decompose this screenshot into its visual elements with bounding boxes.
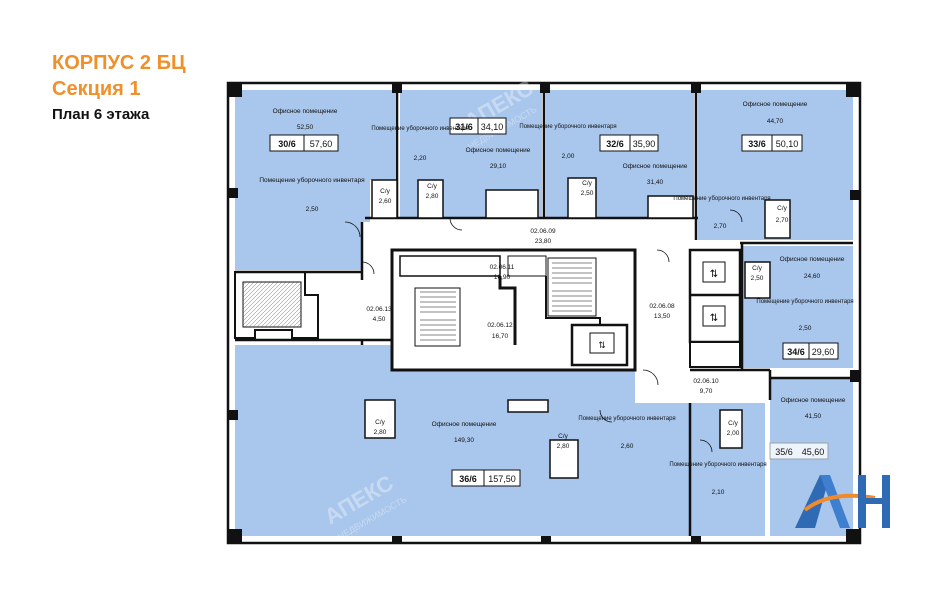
- office-33-total: 50,10: [776, 139, 799, 149]
- office-30-area: 52,50: [297, 124, 314, 131]
- office-35-total: 45,60: [802, 447, 825, 457]
- common-10-code: 02.06.10: [693, 378, 719, 385]
- utility-34-area: 2,50: [799, 325, 812, 332]
- elevator-icon: [702, 261, 726, 283]
- door-swing-icon: [344, 209, 743, 453]
- common-11-code: 02.06.11: [490, 264, 515, 271]
- toilet-icon: С/у: [728, 420, 739, 427]
- svg-text:⇅: ⇅: [710, 313, 718, 324]
- toilet-icon: С/у: [375, 419, 386, 426]
- office-30-total: 57,60: [310, 139, 333, 149]
- office-35-name: Офисное помещение: [781, 397, 846, 404]
- utility-32-name: Помещение уборочного инвентаря: [519, 124, 616, 130]
- section-title: Секция 1: [52, 78, 141, 100]
- common-08-area: 13,50: [654, 313, 671, 320]
- utility-33-name: Помещение уборочного инвентаря: [673, 196, 770, 202]
- svg-text:2,80: 2,80: [426, 193, 439, 200]
- svg-text:2,80: 2,80: [557, 443, 570, 450]
- office-33-name: Офисное помещение: [743, 101, 808, 108]
- office-34-name: Офисное помещение: [780, 256, 845, 263]
- office-36-id: 36/6: [459, 474, 477, 484]
- elevator-icon: [702, 305, 726, 327]
- office-32-area: 31,40: [647, 179, 664, 186]
- office-33-id: 33/6: [748, 139, 766, 149]
- office-30-name: Офисное помещение: [273, 108, 338, 115]
- common-09-code: 02.06.09: [530, 228, 556, 235]
- office-33-area: 44,70: [767, 118, 784, 125]
- utility-32-area: 2,00: [562, 153, 575, 160]
- office-36-area: 149,30: [454, 437, 474, 444]
- common-10-area: 9,70: [700, 388, 713, 395]
- toilet-icon: С/у: [558, 433, 569, 440]
- columns: [228, 83, 860, 543]
- logo-icon: [795, 475, 890, 528]
- utility-31-area: 2,20: [414, 155, 427, 162]
- office-35-id: 35/6: [775, 447, 793, 457]
- corridor-left: [362, 250, 392, 345]
- svg-text:2,50: 2,50: [751, 275, 764, 282]
- office-36-total: 157,50: [488, 474, 516, 484]
- utility-36-name: Помещение уборочного инвентаря: [578, 416, 675, 422]
- svg-text:2,60: 2,60: [379, 198, 392, 205]
- common-09-area: 23,80: [535, 238, 552, 245]
- common-12-area: 16,70: [492, 333, 509, 340]
- utility-closets: [485, 189, 694, 413]
- svg-text:2,00: 2,00: [727, 430, 740, 437]
- office-32-name: Офисное помещение: [623, 163, 688, 170]
- corridor-top: [362, 222, 698, 250]
- wc-blocks: [364, 177, 791, 479]
- common-13-area: 4,50: [373, 316, 386, 323]
- utility-31-name: Помещение уборочного инвентаря: [371, 126, 468, 132]
- building-title: КОРПУС 2 БЦ: [52, 52, 186, 74]
- toilet-icon: С/у: [777, 205, 788, 212]
- office-34-area: 24,60: [804, 273, 821, 280]
- utility-34-name: Помещение уборочного инвентаря: [756, 299, 853, 305]
- utility-30-area: 2,50: [306, 206, 319, 213]
- toilet-icon: С/у: [380, 188, 391, 195]
- common-13-code: 02.06.13: [366, 306, 392, 313]
- office-31-area: 29,10: [490, 163, 507, 170]
- svg-text:2,50: 2,50: [581, 190, 594, 197]
- floor-plan-title: План 6 этажа: [52, 106, 150, 123]
- office-31-name: Офисное помещение: [466, 147, 531, 154]
- office-31-id: 31/6: [455, 122, 473, 132]
- elevator-icon: [589, 332, 615, 354]
- svg-text:2,70: 2,70: [776, 217, 789, 224]
- common-labels: 02.06.09 23,80 02.06.11 16,90 02.06.12 1…: [366, 228, 719, 395]
- svg-text:⇅: ⇅: [598, 340, 606, 350]
- office-31-total: 34,10: [481, 122, 504, 132]
- office-32-total: 35,90: [633, 139, 656, 149]
- office-32-id: 32/6: [606, 139, 624, 149]
- office-30-id: 30/6: [278, 139, 296, 149]
- office-34-total: 29,60: [812, 347, 835, 357]
- svg-text:⇅: ⇅: [710, 269, 718, 280]
- room-labels: Офисное помещение 52,50 30/6 57,60 Помещ…: [259, 101, 853, 496]
- corridor-lobby: [635, 368, 770, 403]
- common-11-area: 16,90: [494, 274, 511, 281]
- toilet-icon: С/у: [752, 265, 763, 272]
- office-36-name: Офисное помещение: [432, 421, 497, 428]
- svg-text:2,80: 2,80: [374, 429, 387, 436]
- utility-35-name: Помещение уборочного инвентаря: [669, 462, 766, 468]
- utility-30-name: Помещение уборочного инвентаря: [259, 176, 365, 184]
- office-34-id: 34/6: [787, 347, 805, 357]
- toilet-icon: С/у: [427, 183, 438, 190]
- core: ⇅: [390, 248, 637, 372]
- utility-35-area: 2,10: [712, 489, 725, 496]
- stair-icon: [547, 257, 597, 317]
- common-12-code: 02.06.12: [487, 322, 513, 329]
- common-08-code: 02.06.08: [649, 303, 675, 310]
- toilet-icon: С/у: [582, 180, 593, 187]
- elevator-block: ⇅ ⇅: [688, 248, 742, 368]
- title-block: КОРПУС 2 БЦ Секция 1 План 6 этажа: [52, 50, 186, 126]
- wc-labels: С/у 2,60 С/у 2,80 С/у 2,50 С/у 2,70 С/у …: [374, 180, 789, 450]
- stair-icon: [414, 287, 461, 347]
- corridor-right: [635, 250, 690, 370]
- office-35-area: 41,50: [805, 413, 822, 420]
- utility-33-area: 2,70: [714, 223, 727, 230]
- office-36[interactable]: [235, 345, 765, 536]
- utility-36-area: 2,60: [621, 443, 634, 450]
